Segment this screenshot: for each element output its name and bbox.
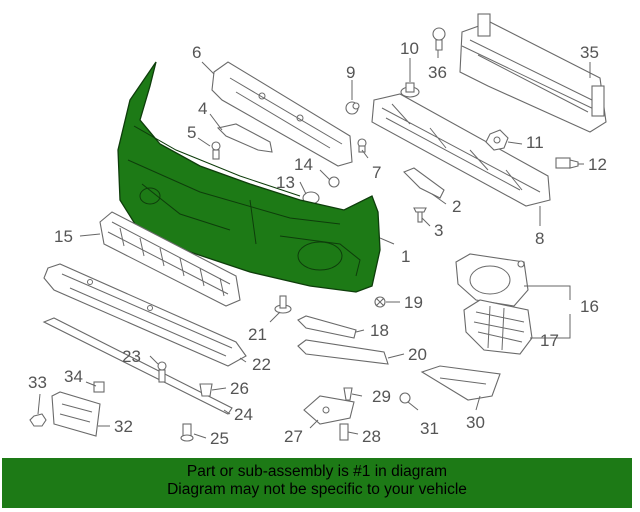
callout-21: 21 [248,325,267,344]
part-36-bolt[interactable] [432,27,446,51]
callout-16: 16 [580,297,599,316]
callout-14: 14 [294,155,313,174]
part-34-nut[interactable] [93,381,105,393]
callout-31: 31 [420,419,439,438]
banner-line-2: Diagram may not be specific to your vehi… [167,481,467,498]
callout-20: 20 [408,345,427,364]
banner-line-1: Part or sub-assembly is #1 in diagram [186,463,448,480]
callout-6: 6 [192,43,201,62]
part-20-chrome-strip[interactable] [297,339,389,365]
callout-10: 10 [400,39,419,58]
callout-23: 23 [122,347,141,366]
callout-33: 33 [28,373,47,392]
callout-15: 15 [54,227,73,246]
callout-35: 35 [580,43,599,62]
part-18-trim[interactable] [297,315,357,339]
callout-32: 32 [114,417,133,436]
callout-28: 28 [362,427,381,446]
part-1-bumper-cover[interactable] [117,61,381,293]
part-6-upper-bracket[interactable] [211,61,353,167]
callout-4: 4 [198,99,207,118]
callout-5: 5 [187,123,196,142]
callout-26: 26 [230,379,249,398]
part-4-bracket[interactable] [216,123,273,153]
part-9-clip[interactable] [345,101,360,115]
part-7-clip[interactable] [357,138,367,153]
part-33-screw[interactable] [29,413,47,427]
part-17-fog-lamp-grille[interactable] [463,299,533,355]
part-25-screw[interactable] [180,423,194,442]
part-8-energy-absorber[interactable] [371,93,551,207]
callout-18: 18 [370,321,389,340]
part-2-side-bracket[interactable] [403,167,445,199]
part-19-screw[interactable] [374,296,386,308]
callout-17: 17 [540,331,559,350]
part-26-clip[interactable] [199,383,213,397]
part-30-bracket[interactable] [420,365,501,401]
part-12-bolt[interactable] [555,157,579,169]
callout-2: 2 [452,197,461,216]
callout-24: 24 [234,405,253,424]
part-15-grille[interactable] [99,211,241,307]
callout-13: 13 [276,173,295,192]
part-11-nut[interactable] [485,129,509,151]
part-14-clip[interactable] [328,176,340,188]
part-10-clip[interactable] [400,82,420,98]
disclaimer-banner: Part or sub-assembly is #1 in diagram Di… [2,458,632,508]
callout-34: 34 [64,367,83,386]
callout-29: 29 [372,387,391,406]
callout-36: 36 [428,63,447,82]
callout-3: 3 [434,221,443,240]
part-29-bolt[interactable] [343,387,353,401]
part-28-bolt[interactable] [339,423,349,441]
part-3-screw[interactable] [413,207,427,223]
part-35-reinforcement-beam[interactable] [459,13,607,133]
callout-1: 1 [401,247,410,266]
bumper-exploded-diagram: 1 2 3 4 5 6 7 8 9 10 11 12 13 14 15 16 1… [28,13,607,448]
callout-22: 22 [252,355,271,374]
callout-9: 9 [346,63,355,82]
part-22-lower-valance[interactable] [43,263,247,367]
callout-27: 27 [284,427,303,446]
callout-11: 11 [526,133,544,152]
callout-25: 25 [210,429,229,448]
part-5-screw[interactable] [211,141,221,160]
part-23-screw[interactable] [157,361,167,383]
part-16-fog-lamp-bezel[interactable] [455,253,529,307]
callout-12: 12 [588,155,607,174]
part-31-clip[interactable] [399,392,411,404]
part-21-screw[interactable] [274,295,292,314]
part-27-bracket[interactable] [303,395,355,425]
callout-30: 30 [466,413,485,432]
leader-lines [37,50,591,439]
callout-8: 8 [535,229,544,248]
callout-7: 7 [372,163,381,182]
part-32-license-bracket[interactable] [51,391,101,437]
part-24-lower-strip[interactable] [42,317,233,415]
callout-19: 19 [404,293,423,312]
